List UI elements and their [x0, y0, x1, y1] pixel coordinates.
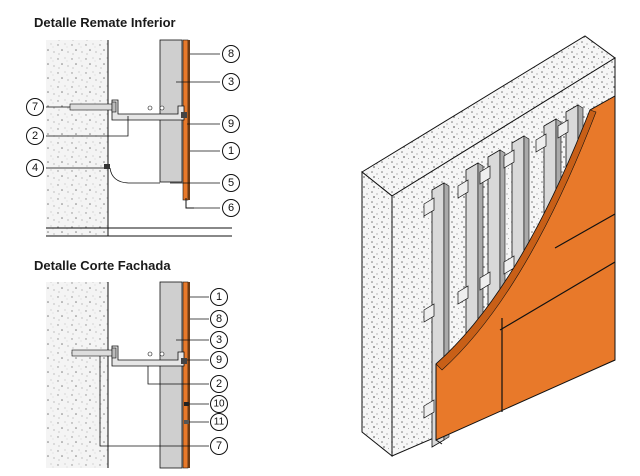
callout-number: 9 — [228, 118, 234, 130]
concrete-wall — [46, 282, 108, 468]
bottom-leaders — [99, 296, 209, 447]
callout-number: 2 — [32, 130, 38, 142]
callout-4-top: 4 — [26, 159, 44, 177]
panel-joint-profile — [184, 420, 189, 424]
detail-corte-fachada: Detalle Corte Fachada 1 — [34, 258, 228, 469]
callout-number: 9 — [216, 354, 222, 366]
bottom-profile — [185, 198, 194, 209]
concrete-wall — [46, 40, 108, 236]
callout-3-bottom: 3 — [210, 331, 228, 349]
insulation-layer — [159, 281, 183, 469]
bracket-hole — [159, 105, 165, 111]
panel-edge — [188, 40, 190, 200]
isometric-facade-view — [361, 35, 616, 458]
callout-7-bottom: 7 — [210, 437, 228, 455]
bracket-hole — [159, 351, 165, 357]
facade-panel — [182, 281, 189, 469]
callout-2-top: 2 — [26, 127, 44, 145]
callout-number: 1 — [216, 291, 222, 303]
wall-bracket — [111, 99, 185, 121]
callout-5-top: 5 — [222, 174, 240, 192]
callout-8-bottom: 8 — [210, 310, 228, 328]
callout-number: 8 — [216, 313, 222, 325]
bracket-hole — [147, 351, 153, 357]
callout-3-top: 3 — [222, 73, 240, 91]
callout-number: 6 — [228, 202, 234, 214]
callout-number: 10 — [213, 399, 225, 410]
callout-number: 3 — [216, 334, 222, 346]
top-leaders — [46, 53, 220, 209]
wall-bracket — [111, 345, 185, 367]
callout-1-bottom: 1 — [210, 288, 228, 306]
anchor-head — [111, 101, 117, 113]
detail-top-title: Detalle Remate Inferior — [34, 15, 176, 30]
cladding-panels — [435, 95, 616, 445]
wall-anchor — [69, 103, 113, 111]
callout-1-top: 1 — [222, 142, 240, 160]
callout-7-top: 7 — [26, 98, 44, 116]
callout-number: 7 — [32, 101, 38, 113]
detail-remate-inferior: Detalle Remate Inferior — [26, 15, 240, 237]
panel-edge — [188, 282, 190, 468]
callout-number: 11 — [214, 417, 225, 428]
wall-side-face — [361, 170, 393, 458]
callout-number: 8 — [228, 48, 234, 60]
callout-number: 7 — [216, 440, 222, 452]
panel-joint-horizontal — [499, 261, 616, 331]
anchor-head — [111, 347, 117, 359]
callout-8-top: 8 — [222, 45, 240, 63]
callout-6-top: 6 — [222, 199, 240, 217]
panel-cut-edge — [435, 109, 597, 371]
callout-2-bottom: 2 — [210, 375, 228, 393]
insulation-dowel — [109, 167, 160, 184]
callout-number: 2 — [216, 378, 222, 390]
callout-number: 5 — [228, 177, 234, 189]
callout-number: 1 — [228, 145, 234, 157]
detail-bottom-title: Detalle Corte Fachada — [34, 258, 171, 273]
callout-9-top: 9 — [222, 115, 240, 133]
callout-11-bottom: 11 — [210, 413, 228, 431]
wall-anchor — [71, 349, 113, 357]
panel-joint-horizontal — [554, 213, 616, 249]
callout-9-bottom: 9 — [210, 351, 228, 369]
callout-10-bottom: 10 — [210, 395, 228, 413]
callout-number: 4 — [32, 162, 38, 174]
callout-number: 3 — [228, 76, 234, 88]
panel-rivet — [181, 358, 187, 364]
bracket-hole — [147, 105, 153, 111]
panel-joint-tape — [184, 402, 189, 406]
insulation-dowel-head — [104, 164, 110, 169]
panel-rivet — [181, 112, 187, 118]
